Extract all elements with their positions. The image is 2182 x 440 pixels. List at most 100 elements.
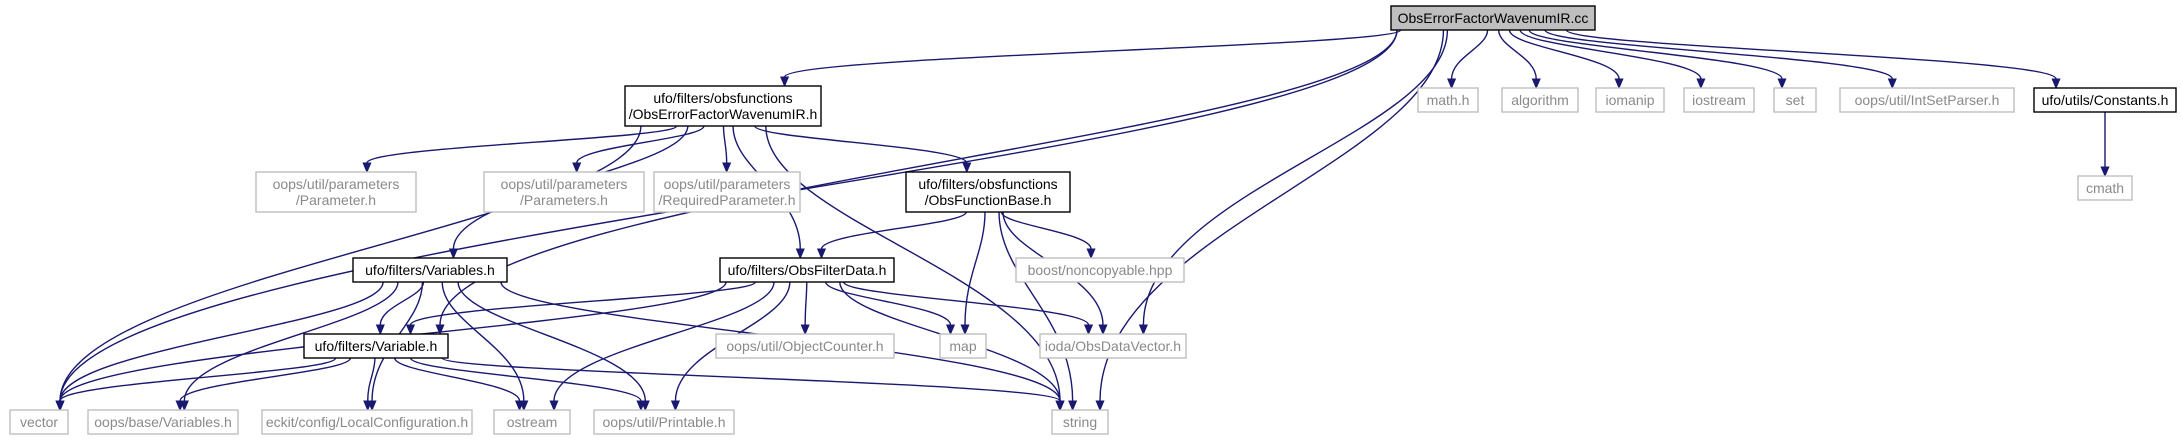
edge-variable_h-to-oopsvars [175, 357, 352, 412]
node-label: /ObsErrorFactorWavenumIR.h [629, 106, 818, 122]
node-box [1683, 87, 1755, 113]
edge-line [1519, 29, 1702, 80]
edge-line [441, 281, 525, 402]
node-parameter: oops/util/parameters/Parameter.h [255, 171, 417, 213]
edge-variable_h-to-printable [409, 357, 646, 412]
edge-line [964, 211, 986, 326]
node-box [493, 409, 571, 435]
node-obsfuncbase[interactable]: ufo/filters/obsfunctions/ObsFunctionBase… [905, 171, 1071, 213]
edge-obsfuncbase-to-obsfilterdata [816, 211, 967, 260]
edge-arrowhead [514, 400, 525, 412]
node-obserr_h[interactable]: ufo/filters/obsfunctions/ObsErrorFactorW… [624, 85, 822, 127]
edge-arrowhead [175, 400, 185, 412]
node-iomanip: iomanip [1595, 87, 1665, 113]
node-constants[interactable]: ufo/utils/Constants.h [2033, 87, 2177, 113]
edge-line [409, 281, 756, 326]
edge-arrowhead [722, 162, 732, 174]
edge-line [394, 357, 521, 402]
edge-obsfilterdata-to-variable_h [405, 281, 756, 336]
node-box [1039, 333, 1187, 359]
node-box [87, 409, 239, 435]
edge-arrowhead [1138, 324, 1148, 336]
node-oopsvars: oops/base/Variables.h [87, 409, 239, 435]
edge-line [457, 281, 646, 402]
edge-obserr_h-to-parameter [362, 125, 678, 174]
edge-obsfilterdata-to-objcounter [800, 281, 810, 336]
edge-arrowhead [435, 324, 445, 336]
node-box [1015, 257, 1185, 283]
node-label: ufo/filters/obsfunctions [918, 176, 1057, 192]
edge-arrowhead [1447, 78, 1457, 90]
edge-root-to-iodavec [1138, 29, 1449, 336]
edge-arrowhead [1098, 324, 1108, 336]
node-string: string [1051, 409, 1109, 435]
edge-arrowhead [1696, 78, 1706, 90]
edge-arrowhead [945, 324, 956, 336]
edge-line [59, 357, 337, 402]
node-parameters: oops/util/parameters/Parameters.h [483, 171, 645, 213]
edge-line [843, 281, 1090, 326]
edge-arrowhead [448, 248, 458, 260]
edge-arrowhead [363, 400, 373, 412]
node-label: ostream [507, 414, 558, 430]
node-box [593, 409, 735, 435]
node-label: oops/util/parameters [501, 176, 628, 192]
node-root[interactable]: ObsErrorFactorWavenumIR.cc [1390, 5, 1596, 31]
node-box [2077, 175, 2133, 201]
edge-line [783, 29, 1402, 78]
node-label: string [1063, 414, 1097, 430]
edge-arrowhead [1055, 400, 1065, 412]
node-label: /Parameters.h [520, 192, 608, 208]
node-label: ufo/filters/Variable.h [315, 338, 438, 354]
node-box [261, 409, 473, 435]
node-label: cmath [2086, 180, 2124, 196]
node-variable_h[interactable]: ufo/filters/Variable.h [303, 333, 449, 359]
edge-arrowhead [549, 400, 559, 412]
edge-line [820, 211, 967, 250]
edge-arrowhead [636, 400, 646, 412]
node-label: ufo/filters/ObsFilterData.h [728, 262, 887, 278]
edge-obsfilterdata-to-map [825, 281, 956, 336]
edge-line [553, 281, 775, 402]
node-label: /RequiredParameter.h [659, 192, 796, 208]
edge-obserr_h-to-vector [55, 125, 642, 412]
edge-line [1142, 29, 1449, 326]
edge-variable_h-to-ostream [394, 357, 525, 412]
node-algorithm: algorithm [1501, 87, 1579, 113]
node-box [2033, 87, 2177, 113]
edge-line [183, 281, 399, 402]
edge-line [754, 125, 968, 164]
node-obsfilterdata[interactable]: ufo/filters/ObsFilterData.h [719, 257, 895, 283]
edge-arrowhead [800, 324, 810, 336]
node-box [255, 171, 417, 213]
node-label: iomanip [1605, 92, 1654, 108]
node-variables_h[interactable]: ufo/filters/Variables.h [352, 257, 508, 283]
edge-line [1000, 211, 1092, 250]
node-box [1390, 5, 1596, 31]
edge-root-to-constants [1565, 29, 2061, 90]
edge-line [1544, 29, 1893, 80]
edge-obserr_h-to-obsfuncbase [754, 125, 972, 174]
edge-line [179, 357, 352, 402]
edge-root-to-math [1447, 29, 1489, 90]
node-box [1595, 87, 1665, 113]
node-label: oops/util/IntSetParser.h [1855, 92, 2000, 108]
node-box [1417, 87, 1479, 113]
edge-line [1450, 29, 1489, 80]
node-label: /ObsFunctionBase.h [925, 192, 1052, 208]
node-box [653, 171, 801, 213]
node-math: math.h [1417, 87, 1479, 113]
edge-arrowhead [795, 248, 805, 260]
node-box [1501, 87, 1579, 113]
node-label: /Parameter.h [296, 192, 376, 208]
edge-line [366, 125, 678, 164]
edge-arrowhead [362, 162, 372, 174]
edge-arrowhead [960, 324, 970, 336]
node-box [624, 85, 822, 127]
edge-obsfilterdata-to-ostream [549, 281, 775, 412]
edge-arrowhead [780, 76, 790, 88]
node-label: oops/util/ObjectCounter.h [726, 338, 883, 354]
edge-arrowhead [1531, 78, 1541, 90]
edge-line [409, 357, 642, 402]
